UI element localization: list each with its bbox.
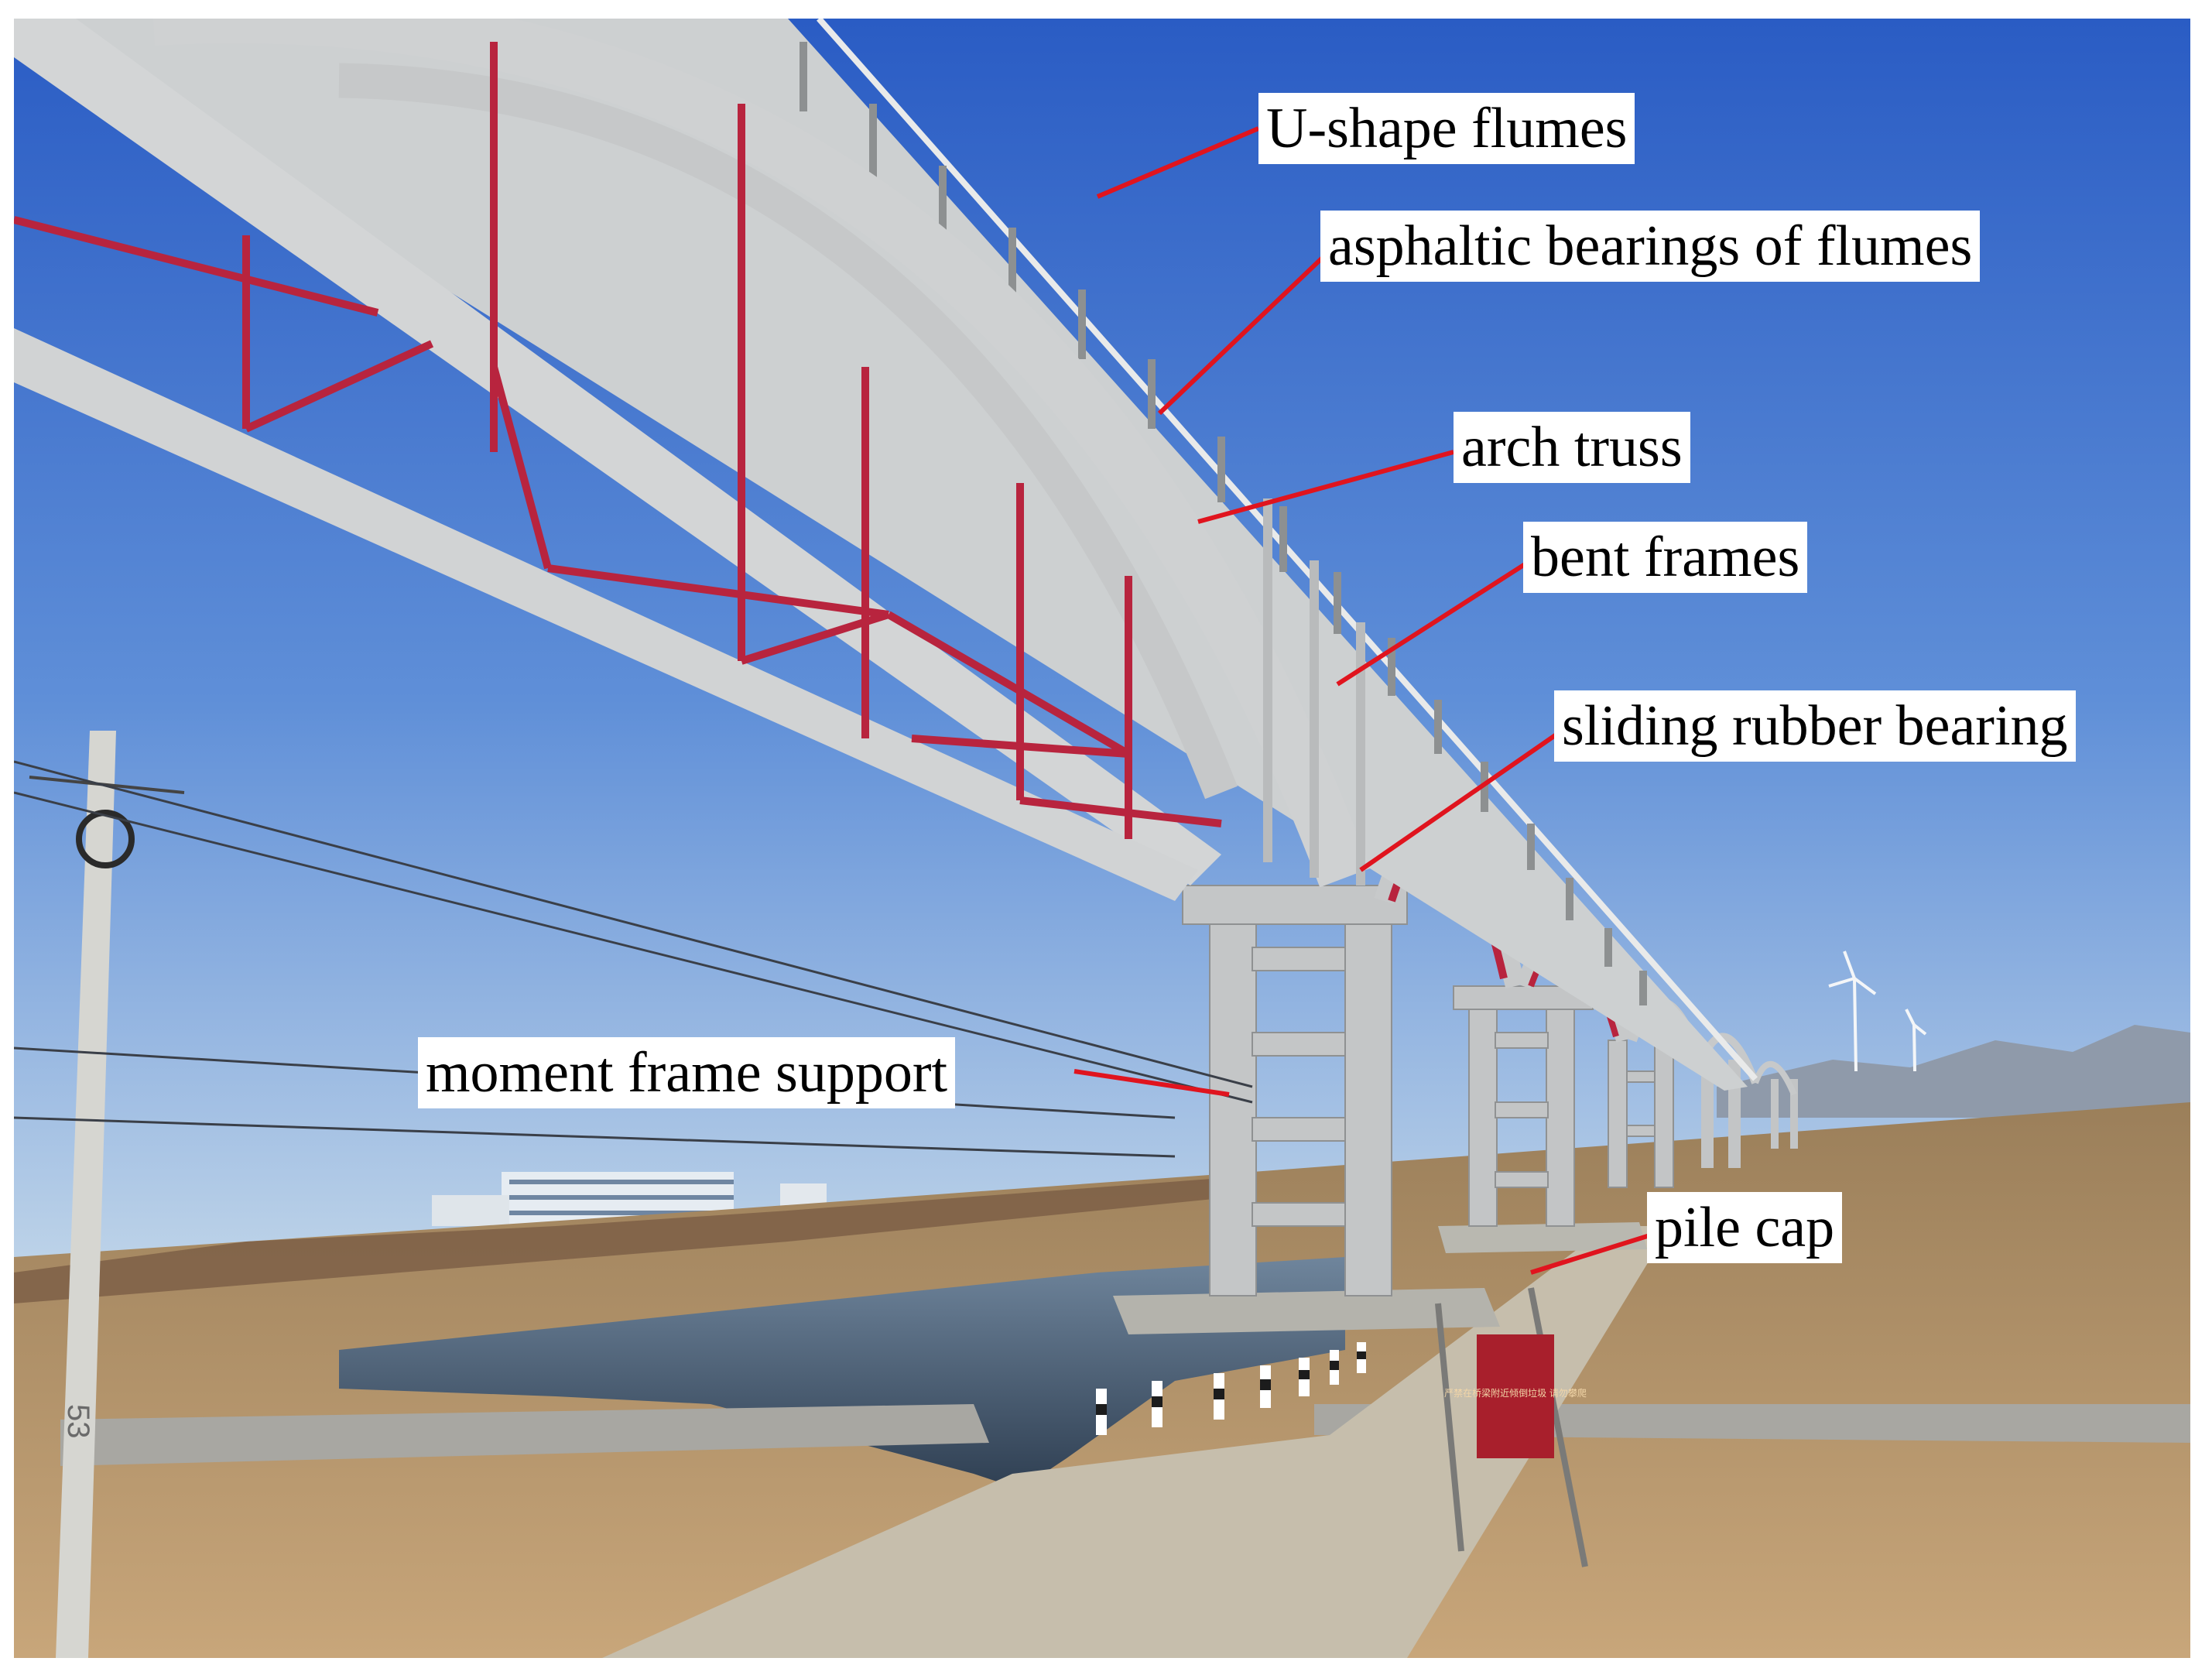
label-moment-frame-support: moment frame support — [418, 1037, 956, 1108]
warning-sign: 严禁在桥梁附近倾倒垃圾 请勿攀爬 — [1435, 1287, 1588, 1567]
tree-line — [14, 1176, 1252, 1303]
u-shape-flume-ribs — [800, 42, 1647, 1005]
side-beam — [14, 328, 1198, 901]
main-arch-outer — [153, 19, 1371, 888]
moment-frame-pier-3 — [1608, 1036, 1674, 1188]
label-bent-frames: bent frames — [1523, 522, 1808, 593]
bridge-photo: 53 严禁在桥梁附近倾倒垃圾 请勿攀爬 U-shape flumes — [14, 19, 2190, 1658]
label-sliding-rubber-bearing: sliding rubber bearing — [1554, 690, 2076, 762]
moment-frame-pier-2 — [1453, 985, 1594, 1227]
red-truss-members — [14, 42, 1222, 839]
wind-turbines — [1828, 951, 1927, 1072]
moment-frame-pier-main — [1182, 885, 1408, 1296]
label-arch-truss: arch truss — [1454, 412, 1690, 483]
pile-cap-second — [1438, 1222, 1647, 1253]
utility-pole: 53 — [29, 731, 185, 1658]
label-u-shape-flumes: U-shape flumes — [1258, 93, 1635, 164]
walkway — [602, 1226, 1670, 1658]
lower-chord-beam — [14, 19, 1221, 885]
distant-hills — [1717, 1025, 2190, 1118]
sign-text: 严禁在桥梁附近倾倒垃圾 请勿攀爬 — [1444, 1387, 1587, 1399]
label-asphaltic-bearings: asphaltic bearings of flumes — [1320, 211, 1981, 282]
retaining-wall-left — [60, 1404, 989, 1466]
bent-frames — [1263, 498, 1365, 885]
leader-lines — [1073, 126, 1656, 1275]
label-pile-cap: pile cap — [1647, 1192, 1843, 1263]
bollards — [1096, 1342, 1366, 1435]
water-channel — [339, 1257, 1345, 1489]
pole-marking: 53 — [61, 1404, 95, 1439]
pile-cap-main — [1113, 1288, 1500, 1334]
